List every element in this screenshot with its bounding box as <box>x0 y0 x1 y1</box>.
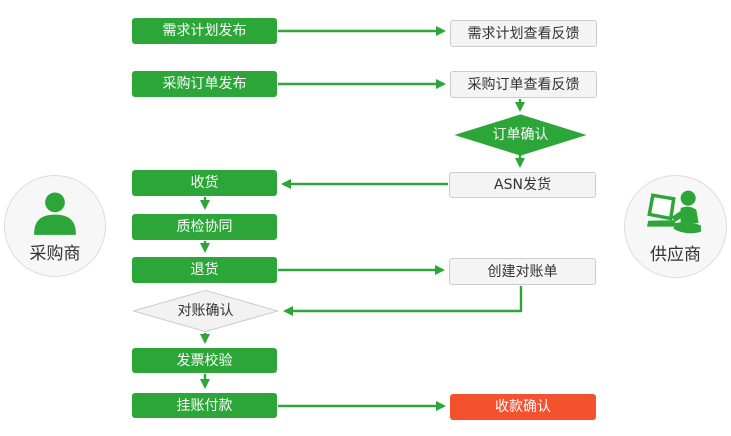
node-demand-plan-feedback: 需求计划查看反馈 <box>450 20 597 47</box>
node-po-publish: 采购订单发布 <box>132 71 277 97</box>
actor-buyer-label: 采购商 <box>29 244 81 265</box>
node-demand-plan-publish: 需求计划发布 <box>132 18 277 44</box>
diamond-shape <box>132 290 279 332</box>
diamond-label: 订单确认 <box>492 127 549 143</box>
node-create-statement: 创建对账单 <box>449 258 596 285</box>
person-bust-icon <box>34 192 76 236</box>
node-order-confirm-diamond: 订单确认 <box>453 114 588 156</box>
node-quality-collab: 质检协同 <box>132 214 277 240</box>
node-po-feedback: 采购订单查看反馈 <box>450 71 597 98</box>
diamond-label: 对账确认 <box>177 303 234 319</box>
person-with-laptop-icon <box>646 190 701 234</box>
edge-statement-to-confirm <box>282 286 523 317</box>
node-statement-confirm-diamond: 对账确认 <box>132 290 279 332</box>
node-receive: 收货 <box>132 170 277 196</box>
actor-supplier: 供应商 <box>624 175 727 278</box>
diamond-shape <box>454 114 587 156</box>
node-return-goods: 退货 <box>132 257 277 283</box>
node-receipt-confirm: 收款确认 <box>450 394 596 420</box>
node-invoice-check: 发票校验 <box>132 348 277 373</box>
node-asn-ship: ASN发货 <box>449 172 596 198</box>
actor-supplier-label: 供应商 <box>650 245 701 266</box>
actor-buyer: 采购商 <box>4 175 106 277</box>
node-payment-on-account: 挂账付款 <box>132 393 277 418</box>
